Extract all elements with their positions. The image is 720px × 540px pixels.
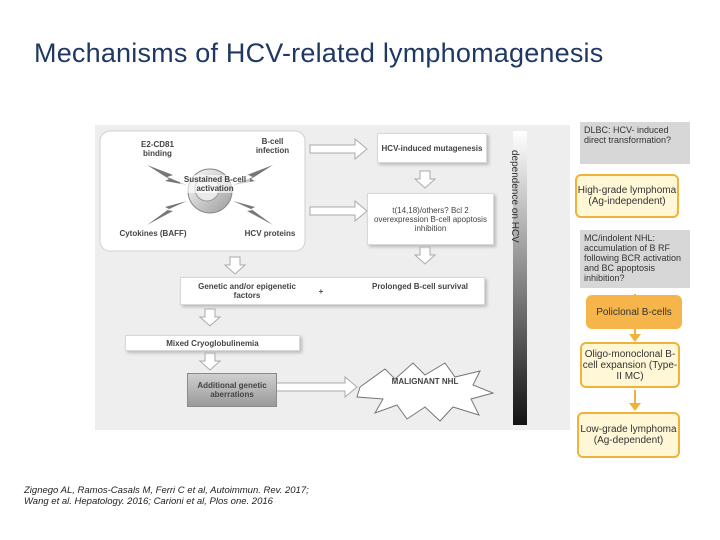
t1418-box: t(14,18)/others? Bcl 2 overexpression B-…: [367, 193, 494, 245]
arrow-to-malignant: [272, 375, 358, 399]
arrow-to-mutagenesis: [309, 137, 368, 161]
high-grade-box: High-grade lymphoma (Ag-independent): [575, 174, 679, 218]
cytokines-label: Cytokines (BAFF): [119, 229, 187, 238]
genetic-label: Genetic and/or epigenetic factors: [198, 282, 296, 300]
citation-line-1: Zignego AL, Ramos-Casals M, Ferri C et a…: [24, 485, 309, 496]
hcv-mutagenesis-text: HCV-induced mutagenesis: [381, 143, 483, 153]
oligo-box: Oligo-monoclonal B-cell expansion (Type-…: [580, 342, 680, 388]
additional-text: Additional genetic aberrations: [197, 381, 267, 399]
prolonged-label: Prolonged B-cell survival: [371, 282, 469, 291]
bcell-infection-label: B-cell infection: [255, 137, 290, 155]
e2cd81-label: E2-CD81 binding: [141, 140, 174, 158]
diagram-graphics: [99, 130, 527, 425]
dependence-wedge: [513, 131, 527, 425]
bolt-bottom-left: [147, 201, 187, 225]
policlonal-box: Policlonal B-cells: [586, 295, 682, 329]
arrow-down-1: [413, 170, 437, 189]
malignant-label: MALIGNANT NHL: [391, 377, 459, 386]
arrow-down-2: [413, 246, 437, 265]
policlonal-text: Policlonal B-cells: [596, 306, 672, 318]
additional-box: Additional genetic aberrations: [187, 373, 277, 407]
oligo-text: Oligo-monoclonal B-cell expansion (Type-…: [582, 348, 678, 382]
low-grade-text: Low-grade lymphoma (Ag-dependent): [580, 424, 677, 446]
malignant-burst: [356, 362, 495, 422]
sustained-activation-label: Sustained B-cell activation: [180, 175, 250, 193]
t1418-text: t(14,18)/others? Bcl 2 overexpression B-…: [374, 205, 487, 233]
citation-line-2: Wang et al. Hepatology. 2016; Carioni et…: [24, 496, 273, 507]
arrow-down-4: [198, 308, 222, 327]
dependence-label: dependence on HCV: [509, 150, 520, 243]
hcv-mutagenesis-box: HCV-induced mutagenesis: [377, 133, 487, 163]
arrow-down-5: [198, 352, 222, 371]
bolt-bottom-right: [233, 201, 273, 225]
arrow-to-t1418: [309, 199, 368, 223]
cryo-text: Mixed Cryoglobulinemia: [166, 338, 259, 348]
low-grade-box: Low-grade lymphoma (Ag-dependent): [577, 412, 680, 458]
citation: Zignego AL, Ramos-Casals M, Ferri C et a…: [24, 485, 309, 507]
arrow-head-1: [629, 334, 641, 342]
hcv-proteins-label: HCV proteins: [244, 229, 296, 238]
high-grade-text: High-grade lymphoma (Ag-independent): [577, 185, 677, 207]
arrow-head-2: [629, 403, 641, 411]
cryo-box: Mixed Cryoglobulinemia: [125, 335, 300, 351]
dlbc-note: DLBC: HCV- induced direct transformation…: [580, 122, 690, 164]
mc-note: MC/indolent NHL: accumulation of B RF fo…: [580, 230, 690, 288]
genetic-survival-box: [180, 277, 485, 305]
plus-sign: +: [318, 287, 324, 296]
page-title: Mechanisms of HCV-related lymphomagenesi…: [34, 38, 604, 68]
bolt-top-left: [147, 165, 187, 185]
mechanism-diagram: E2-CD81 binding B-cell infection Sustain…: [95, 125, 570, 430]
bolt-top-right: [233, 165, 273, 185]
arrow-down-3: [223, 256, 247, 275]
